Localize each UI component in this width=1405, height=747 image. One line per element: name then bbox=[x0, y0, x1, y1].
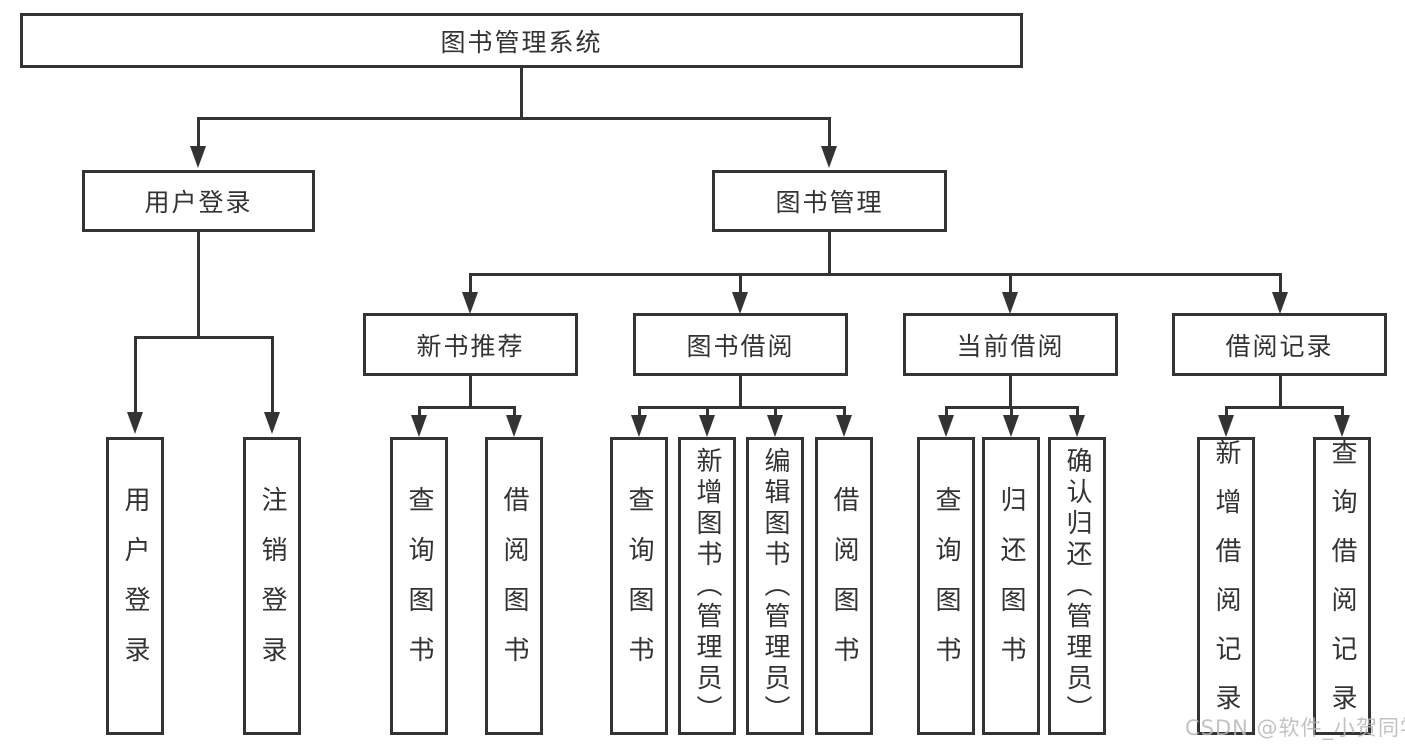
connector-l3-stem bbox=[739, 376, 742, 406]
leaf-confirm-return-admin: 确认归还（管理员） bbox=[1048, 437, 1106, 735]
leaf-edit-book-admin: 编辑图书（管理员） bbox=[746, 437, 804, 735]
node-current-borrow-label: 当前借阅 bbox=[956, 331, 1065, 361]
connector-leaf-drop bbox=[1341, 406, 1344, 418]
arrow-down-icon bbox=[938, 415, 954, 437]
connector-l3-drop bbox=[1279, 273, 1282, 295]
arrow-down-icon bbox=[836, 415, 852, 437]
leaf-logout-label: 注销登录 bbox=[257, 486, 287, 686]
arrow-down-icon bbox=[127, 412, 143, 434]
leaf-add-book-admin: 新增图书（管理员） bbox=[678, 437, 736, 735]
leaf-add-borrow-record: 新增借阅记录 bbox=[1197, 437, 1255, 735]
leaf-query-books-current: 查询图书 bbox=[917, 437, 975, 735]
leaf-return-book: 归还图书 bbox=[982, 437, 1040, 735]
leaf-logout: 注销登录 bbox=[243, 437, 301, 735]
node-new-book-recommend: 新书推荐 bbox=[363, 313, 578, 376]
connector-leaf-drop bbox=[1225, 406, 1228, 418]
connector-l3-drop bbox=[469, 273, 472, 295]
connector-root-stem bbox=[520, 68, 523, 117]
arrow-down-icon bbox=[1218, 415, 1234, 437]
arrow-down-icon bbox=[699, 415, 715, 437]
leaf-query-books-borrow: 查询图书 bbox=[610, 437, 668, 735]
connector-leaf-drop bbox=[513, 406, 516, 418]
arrow-down-icon bbox=[264, 412, 280, 434]
arrow-down-icon bbox=[1069, 415, 1085, 437]
leaf-query-books-recommend: 查询图书 bbox=[390, 437, 448, 735]
connector-level3-branch bbox=[469, 273, 1282, 276]
arrow-down-icon bbox=[732, 292, 748, 314]
arrow-down-icon bbox=[1003, 415, 1019, 437]
arrow-down-icon bbox=[1334, 415, 1350, 437]
node-borrow-records: 借阅记录 bbox=[1172, 313, 1387, 376]
leaf-borrow-books: 借阅图书 bbox=[815, 437, 873, 735]
connector-l4-branch bbox=[418, 406, 515, 409]
connector-l3-drop bbox=[1009, 273, 1012, 295]
connector-l3-stem bbox=[469, 376, 472, 406]
node-new-book-recommend-label: 新书推荐 bbox=[416, 331, 525, 361]
leaf-query-borrow-record: 查询借阅记录 bbox=[1313, 437, 1371, 735]
connector-leaf-drop bbox=[638, 406, 641, 418]
connector-leaf-drop bbox=[1076, 406, 1079, 418]
arrow-down-icon bbox=[190, 146, 206, 168]
leaf-add-book-admin-label: 新增图书（管理员） bbox=[692, 446, 722, 726]
arrow-down-icon bbox=[1272, 292, 1288, 314]
leaf-borrow-books-recommend-label: 借阅图书 bbox=[499, 486, 529, 686]
arrow-down-icon bbox=[1002, 292, 1018, 314]
connector-l3-drop bbox=[739, 273, 742, 295]
leaf-edit-book-admin-label: 编辑图书（管理员） bbox=[760, 446, 790, 726]
node-user-login-label: 用户登录 bbox=[144, 188, 253, 217]
leaf-query-borrow-record-label: 查询借阅记录 bbox=[1327, 439, 1357, 733]
connector-book-mgmt-stem bbox=[828, 232, 831, 273]
connector-l4-branch bbox=[1225, 406, 1343, 409]
connector-level2-branch bbox=[197, 117, 831, 120]
leaf-return-book-label: 归还图书 bbox=[996, 486, 1026, 686]
connector-leaf-drop bbox=[774, 406, 777, 418]
arrow-down-icon bbox=[411, 415, 427, 437]
leaf-query-books-borrow-label: 查询图书 bbox=[624, 486, 654, 686]
arrow-down-icon bbox=[767, 415, 783, 437]
arrow-down-icon bbox=[631, 415, 647, 437]
node-current-borrow: 当前借阅 bbox=[903, 313, 1118, 376]
connector-user-login-stem bbox=[197, 232, 200, 336]
leaf-user-login: 用户登录 bbox=[106, 437, 164, 735]
leaf-confirm-return-admin-label: 确认归还（管理员） bbox=[1062, 446, 1092, 726]
connector-book-mgmt-drop bbox=[828, 117, 831, 148]
arrow-down-icon bbox=[462, 292, 478, 314]
connector-leaf-drop bbox=[418, 406, 421, 418]
connector-leaf-drop bbox=[1010, 406, 1013, 418]
node-book-management: 图书管理 bbox=[712, 170, 947, 232]
connector-l4-branch bbox=[638, 406, 845, 409]
connector-leaf-drop bbox=[271, 336, 274, 414]
arrow-down-icon bbox=[506, 415, 522, 437]
connector-leaf-drop bbox=[843, 406, 846, 418]
arrow-down-icon bbox=[821, 146, 837, 168]
leaf-user-login-label: 用户登录 bbox=[120, 486, 150, 686]
node-book-borrow: 图书借阅 bbox=[633, 313, 848, 376]
leaf-add-borrow-record-label: 新增借阅记录 bbox=[1211, 439, 1241, 733]
connector-l3-stem bbox=[1009, 376, 1012, 406]
node-root-label: 图书管理系统 bbox=[440, 27, 603, 57]
connector-l3-stem bbox=[1279, 376, 1282, 406]
connector-leaf-drop bbox=[706, 406, 709, 418]
watermark: CSDN @软件_小贺同学 bbox=[1185, 716, 1405, 740]
node-book-management-label: 图书管理 bbox=[775, 188, 884, 217]
connector-user-login-drop bbox=[197, 117, 200, 148]
node-borrow-records-label: 借阅记录 bbox=[1225, 331, 1334, 361]
leaf-query-books-recommend-label: 查询图书 bbox=[404, 486, 434, 686]
connector-leaf-drop bbox=[945, 406, 948, 418]
node-user-login: 用户登录 bbox=[82, 170, 315, 232]
connector-leaf-drop bbox=[134, 336, 137, 414]
node-root: 图书管理系统 bbox=[20, 13, 1023, 68]
connector-user-login-branch bbox=[134, 336, 274, 339]
leaf-borrow-books-recommend: 借阅图书 bbox=[485, 437, 543, 735]
node-book-borrow-label: 图书借阅 bbox=[686, 331, 795, 361]
leaf-query-books-current-label: 查询图书 bbox=[931, 486, 961, 686]
leaf-borrow-books-label: 借阅图书 bbox=[829, 486, 859, 686]
